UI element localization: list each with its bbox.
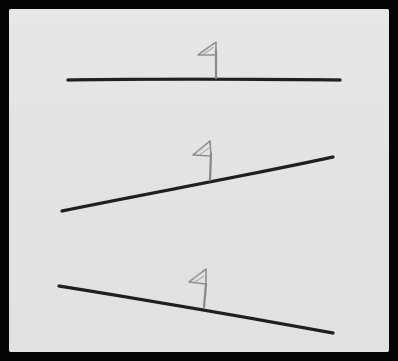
sketch-uphill bbox=[62, 141, 333, 211]
ground-line-horizontal bbox=[68, 79, 340, 80]
ground-line-downhill bbox=[59, 286, 333, 333]
sketch-horizontal bbox=[68, 42, 340, 80]
flag-icon bbox=[189, 269, 206, 307]
flag-icon bbox=[193, 141, 211, 180]
flag-icon bbox=[198, 42, 216, 78]
ground-line-uphill bbox=[62, 157, 333, 211]
sketch-downhill bbox=[59, 269, 333, 333]
